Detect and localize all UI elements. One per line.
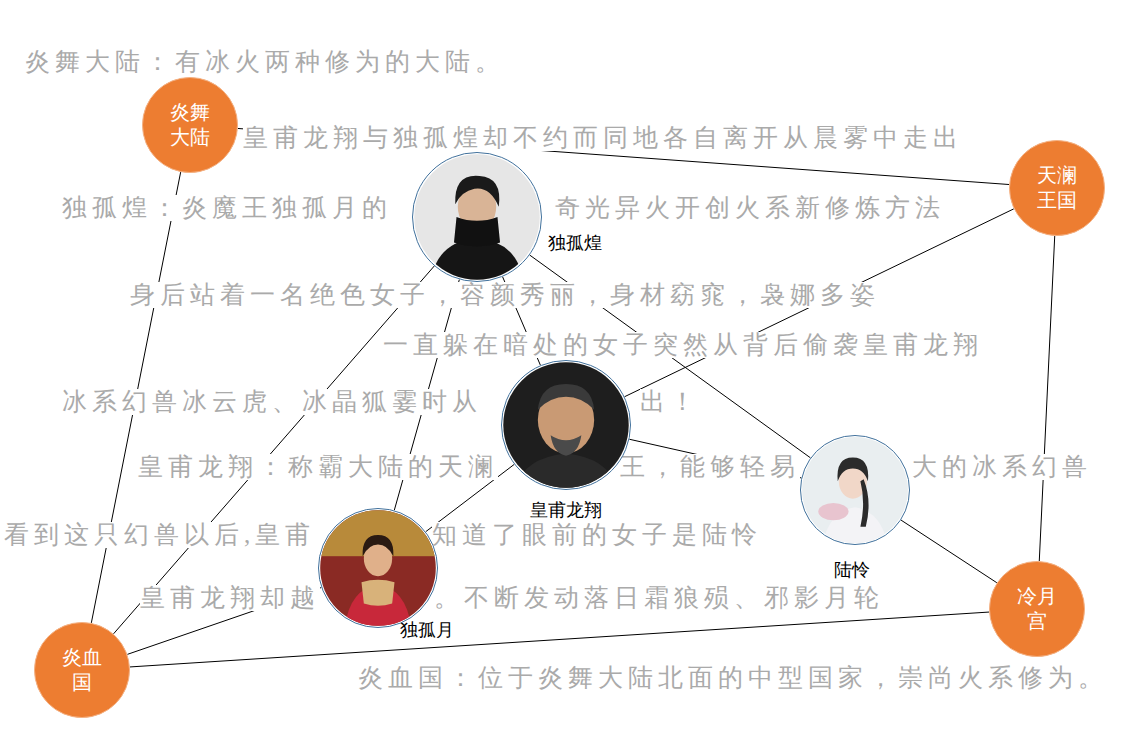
place-circle: 天澜王国 (1009, 140, 1105, 236)
person-name: 独孤煌 (548, 232, 602, 254)
background-note: 皇甫龙翔却越 (140, 585, 320, 611)
background-note: 出！ (640, 389, 700, 415)
portrait-picture (502, 361, 630, 489)
place-circle: 炎舞大陆 (142, 77, 238, 173)
background-note: 炎舞大陆：有冰火两种修为的大陆。 (25, 49, 505, 75)
place-name: 炎血国 (60, 645, 104, 695)
person-name: 陆怜 (834, 559, 870, 581)
background-note: 大的冰系幻兽 (912, 454, 1092, 480)
background-note: 奇光异火开创火系新修炼方法 (555, 195, 945, 221)
place-circle: 炎血国 (34, 622, 130, 718)
person-name: 皇甫龙翔 (530, 499, 602, 521)
portrait-picture (801, 436, 909, 544)
background-note: 炎血国：位于炎舞大陆北面的中型国家，崇尚火系修为。 (358, 665, 1108, 691)
background-note: 冰系幻兽冰云虎、冰晶狐霎时从 (62, 389, 482, 415)
place-name: 冷月宫 (1015, 584, 1059, 634)
background-note: 身后站着一名绝色女子，容颜秀丽，身材窈窕，袅娜多姿 (130, 282, 880, 308)
background-note: 一直躲在暗处的女子突然从背后偷袭皇甫龙翔 (383, 332, 983, 358)
relation-line (901, 520, 997, 583)
person-circle: 独孤月 (318, 508, 438, 628)
person-circle: 皇甫龙翔 (501, 360, 631, 490)
background-note: 知道了眼前的女子是陆怜 (432, 522, 762, 548)
person-circle: 陆怜 (800, 435, 910, 545)
place-name: 炎舞大陆 (168, 100, 212, 150)
place-name: 天澜王国 (1035, 163, 1079, 213)
relation-line (130, 612, 989, 667)
background-note: 。不断发动落日霜狼殒、邪影月轮 (434, 585, 884, 611)
relation-line (1039, 236, 1054, 561)
background-note: 独孤煌：炎魔王独孤月的 (62, 195, 392, 221)
person-circle: 独孤煌 (412, 152, 542, 282)
background-note: 皇甫龙翔：称霸大陆的天澜 (138, 454, 498, 480)
background-note: 看到这只幻兽以后,皇甫 (4, 522, 315, 548)
place-circle: 冷月宫 (989, 561, 1085, 657)
portrait-picture (319, 509, 437, 627)
person-name: 独孤月 (400, 619, 454, 641)
background-note: 皇甫龙翔与独孤煌却不约而同地各自离开从晨雾中走出 (243, 125, 963, 151)
background-note: 王，能够轻易 (620, 454, 800, 480)
portrait-picture (413, 153, 541, 281)
